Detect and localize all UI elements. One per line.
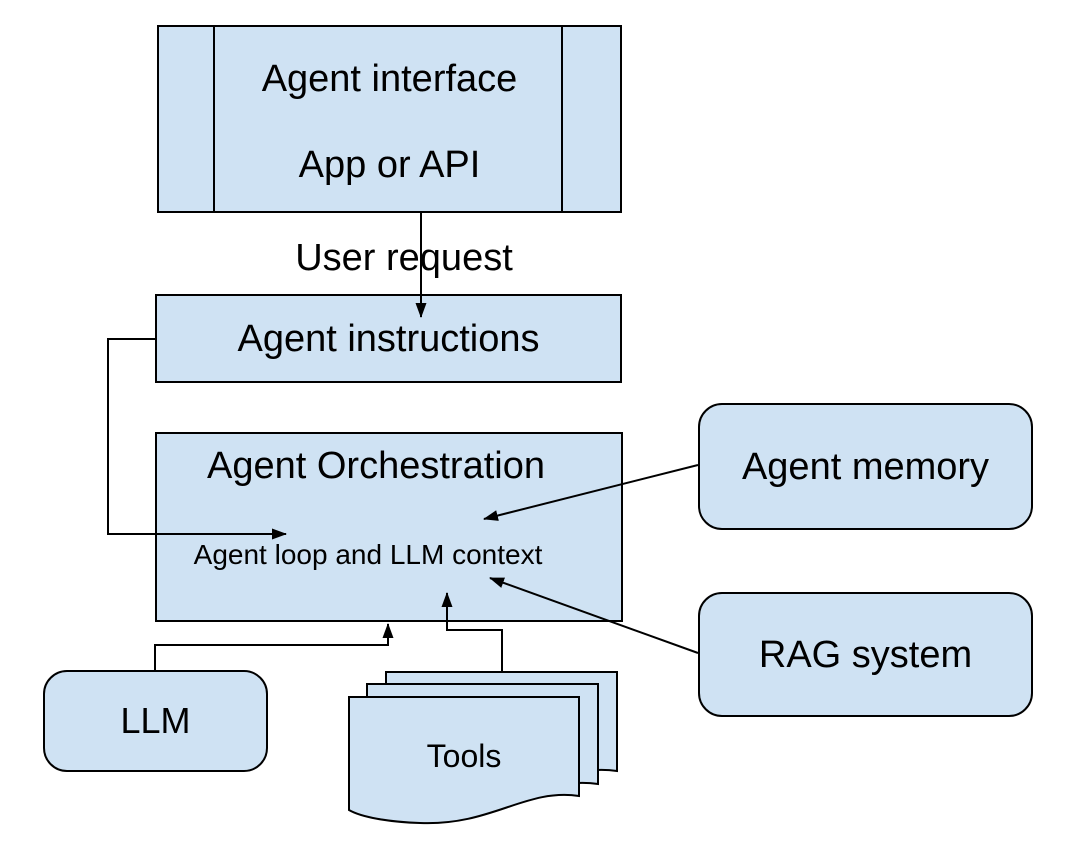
- node-agent-instructions: Agent instructions: [155, 294, 622, 383]
- edge-label-user-request: User request: [295, 237, 513, 279]
- arrow-llm-to-orchestration: [154, 623, 394, 670]
- node-llm: LLM: [43, 670, 268, 772]
- node-agent-interface: Agent interface App or API: [157, 25, 622, 213]
- rag-system-label: RAG system: [758, 633, 973, 676]
- predefined-process-right-bar: [561, 25, 563, 213]
- agent-interface-title: Agent interface: [261, 58, 518, 100]
- agent-instructions-label: Agent instructions: [237, 317, 540, 360]
- agent-orchestration-title: Agent Orchestration: [207, 445, 545, 487]
- predefined-process-left-bar: [213, 25, 215, 213]
- llm-label: LLM: [120, 700, 191, 741]
- node-agent-orchestration: Agent Orchestration Agent loop and LLM c…: [155, 432, 623, 622]
- node-rag-system: RAG system: [698, 592, 1033, 717]
- agent-memory-label: Agent memory: [741, 445, 990, 488]
- agent-interface-subtitle: App or API: [298, 144, 481, 186]
- tools-label: Tools: [426, 738, 502, 774]
- tools-document-back: [385, 671, 618, 799]
- node-agent-memory: Agent memory: [698, 403, 1033, 530]
- agent-orchestration-subtitle: Agent loop and LLM context: [193, 539, 543, 570]
